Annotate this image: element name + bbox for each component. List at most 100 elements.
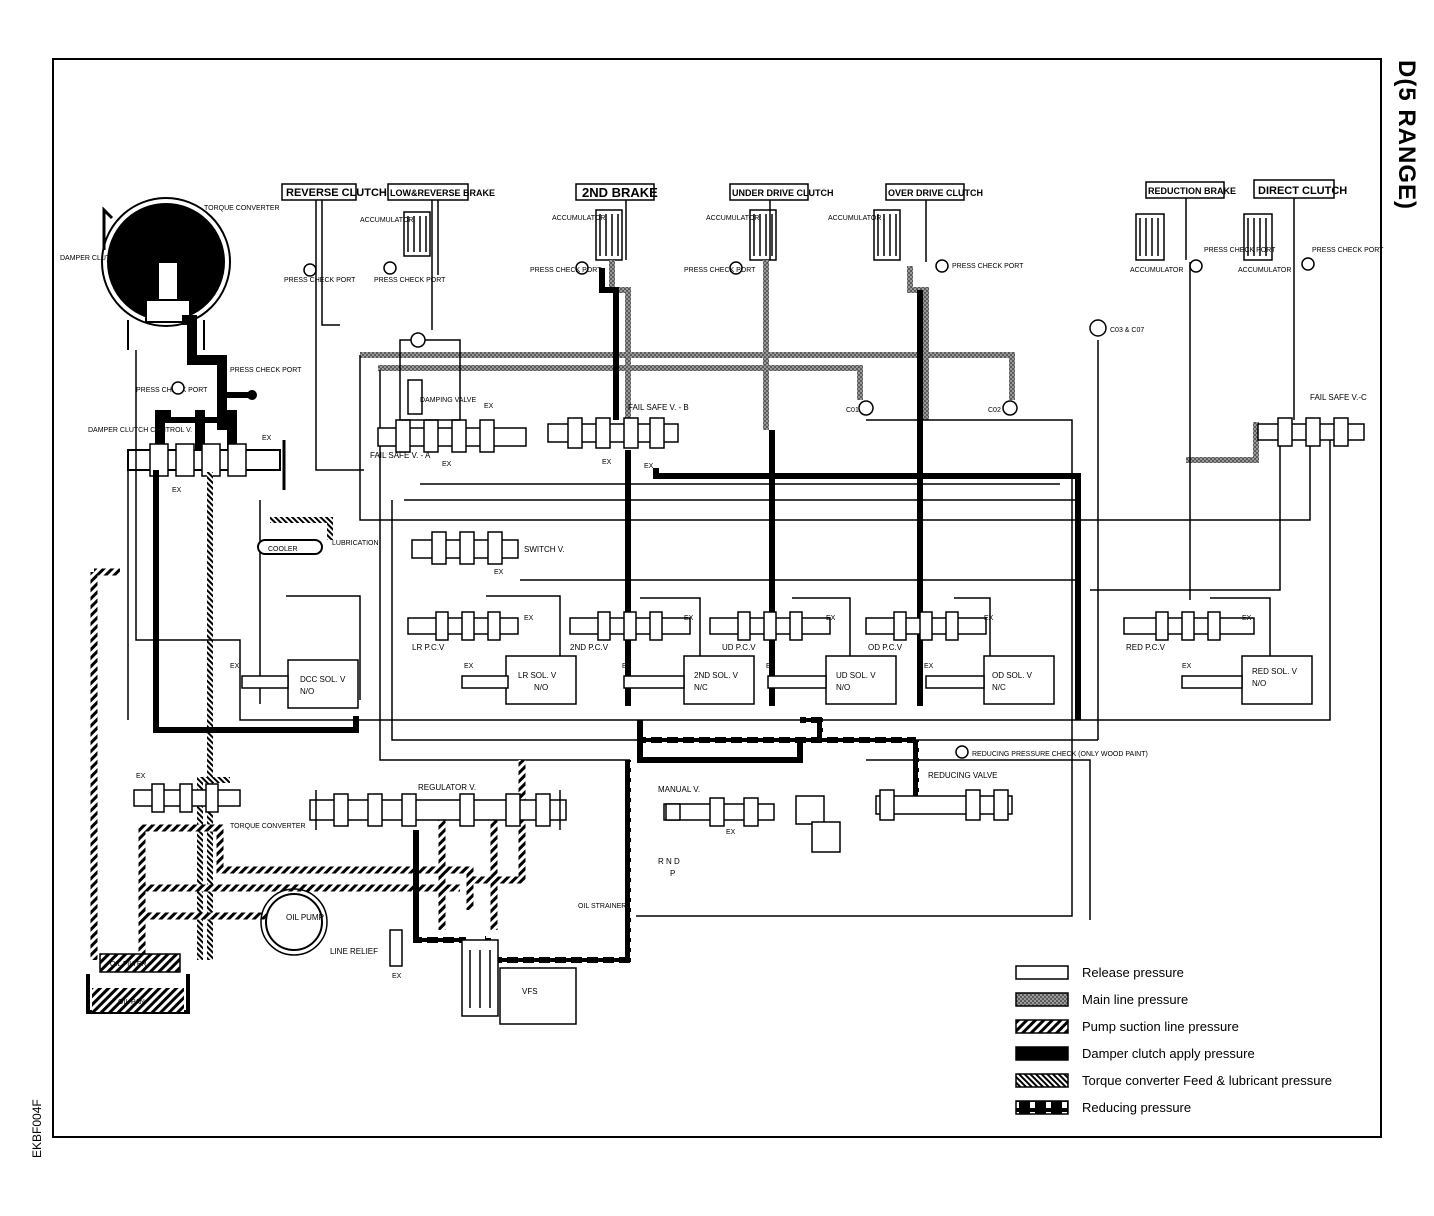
switch-valve <box>411 531 519 565</box>
check-balls <box>858 400 1018 416</box>
diagram-frame <box>52 58 1382 1138</box>
circuit-headers: REVERSE CLUTCH LOW&REVERSE BRAKE 2ND BRA… <box>281 179 1347 201</box>
regulator-valve-label: REGULATOR V. <box>418 783 476 792</box>
legend-swatch-feed <box>1015 1073 1069 1088</box>
torque-converter-label: TORQUE CONVERTER <box>204 205 280 212</box>
c01-label: C01 <box>846 407 859 414</box>
switch-ex-label: EX <box>494 569 504 576</box>
dcc-ex2-label: EX <box>172 487 182 494</box>
lr-sol-no-label: N/O <box>534 683 548 692</box>
accumulator-2nd-label: ACCUMULATOR <box>552 215 605 222</box>
fs-b-ex2-label: EX <box>602 459 612 466</box>
damper-clutch-control-valve <box>127 410 286 490</box>
reducing-valve <box>875 745 1013 821</box>
legend-label: Pump suction line pressure <box>1082 1019 1239 1034</box>
legend-label: Main line pressure <box>1082 992 1188 1007</box>
pressure-control-valves <box>407 611 1255 641</box>
legend-item-suction: Pump suction line pressure <box>1015 1019 1239 1034</box>
fail-safe-b-label: FAIL SAFE V. - B <box>628 403 689 412</box>
red-sol-no-label: N/O <box>1252 679 1266 688</box>
cooler-label: COOLER <box>268 546 298 553</box>
od-sol-nc-label: N/C <box>992 683 1006 692</box>
second-brake-header: 2ND BRAKE <box>582 185 658 200</box>
oil-pump <box>260 888 328 956</box>
ud-sol-label: UD SOL. V <box>836 671 876 680</box>
lr-pcv-label: LR P.C.V <box>412 643 445 652</box>
legend-item-release: Release pressure <box>1015 965 1184 980</box>
tc-valve-label: TORQUE CONVERTER <box>230 823 306 830</box>
reverse-clutch-header: REVERSE CLUTCH <box>286 187 387 199</box>
fs-a-ex-label: EX <box>484 403 494 410</box>
fail-safe-valve-a <box>377 332 527 453</box>
accumulator-red-label: ACCUMULATOR <box>1130 267 1183 274</box>
oil-filter-label: OIL FILTER <box>110 961 147 968</box>
cooler <box>257 517 333 555</box>
oil-pan-label: OIL PAN <box>118 999 145 1006</box>
line-relief-label: LINE RELIEF <box>330 947 378 956</box>
manual-p-label: P <box>670 869 675 878</box>
oil-pump-label: OIL PUMP <box>286 913 324 922</box>
legend-label: Damper clutch apply pressure <box>1082 1046 1255 1061</box>
tc-valve-ex-label: EX <box>136 773 146 780</box>
oil-strainer-label: OIL STRAINER <box>578 903 626 910</box>
manual-rnd-label: R N D <box>658 857 680 866</box>
dcc-ex-label: EX <box>262 435 272 442</box>
fail-safe-c-label: FAIL SAFE V.-C <box>1310 393 1367 402</box>
ex-ud-label: EX <box>766 663 776 670</box>
manual-valve <box>663 795 841 853</box>
reducing-check-label: REDUCING PRESSURE CHECK (ONLY WOOD PAINT… <box>972 751 1148 758</box>
vfs <box>461 939 577 1025</box>
line-relief-valve <box>389 929 403 967</box>
ex-2nd-label: EX <box>622 663 632 670</box>
torque-converter <box>101 197 257 430</box>
vfs-label: VFS <box>522 987 538 996</box>
damping-valve-label: DAMPING VALVE <box>420 397 476 404</box>
fs-a-ex2-label: EX <box>442 461 452 468</box>
ex-lr-label: EX <box>464 663 474 670</box>
damper-clutch-label: DAMPER CLUTCH <box>60 255 120 262</box>
overdrive-clutch-header: OVER DRIVE CLUTCH <box>888 188 983 198</box>
torque-converter-valve <box>133 783 241 813</box>
pump-suction-lines <box>90 568 526 960</box>
legend-swatch-reducing <box>1015 1100 1069 1115</box>
check-port-dc-label: PRESS CHECK PORT <box>1312 247 1384 254</box>
dcc-sol-label: DCC SOL. V <box>300 675 346 684</box>
od-sol-label: OD SOL. V <box>992 671 1033 680</box>
press-check-port-icon <box>171 381 185 395</box>
direct-clutch-header: DIRECT CLUTCH <box>1258 185 1347 197</box>
accumulator-lr-label: ACCUMULATOR <box>360 217 413 224</box>
line-relief-ex-label: EX <box>392 973 402 980</box>
legend-item-mainline: Main line pressure <box>1015 992 1188 1007</box>
legend-label: Release pressure <box>1082 965 1184 980</box>
oil-pan <box>86 953 190 1014</box>
dcc-sol-no-label: N/O <box>300 687 314 696</box>
lr-sol-label: LR SOL. V <box>518 671 557 680</box>
check-port-rc-label: PRESS CHECK PORT <box>284 277 356 284</box>
accumulators <box>403 209 1273 261</box>
switch-valve-label: SWITCH V. <box>524 545 565 554</box>
legend-swatch-damper <box>1015 1046 1069 1061</box>
manual-ex-label: EX <box>726 829 736 836</box>
lubrication-label: LUBRICATION <box>332 540 379 547</box>
c03-label: C03 & C07 <box>1110 327 1144 334</box>
second-sol-label: 2ND SOL. V <box>694 671 739 680</box>
legend-label: Torque converter Feed & lubricant pressu… <box>1082 1073 1332 1088</box>
reduction-brake-header: REDUCTION BRAKE <box>1148 186 1236 196</box>
low-reverse-brake-header: LOW&REVERSE BRAKE <box>390 188 495 198</box>
check-ports <box>303 257 1315 337</box>
ex-2ndpcv-label: EX <box>684 615 694 622</box>
check-port-red-label: PRESS CHECK PORT <box>1204 247 1276 254</box>
fs-b-ex-label: EX <box>644 463 654 470</box>
press-check-port-dc-label: PRESS CHECK PORT <box>230 367 302 374</box>
ex-odpcv-label: EX <box>984 615 994 622</box>
ex-od-label: EX <box>924 663 934 670</box>
ud-pcv-label: UD P.C.V <box>722 643 756 652</box>
check-port-ud-label: PRESS CHECK PORT <box>684 267 756 274</box>
reducing-valve-label: REDUCING VALVE <box>928 771 998 780</box>
legend-swatch-mainline <box>1015 992 1069 1007</box>
fail-safe-valve-c <box>1257 417 1365 447</box>
accumulator-ud-label: ACCUMULATOR <box>706 215 759 222</box>
legend-swatch-release <box>1015 965 1069 980</box>
red-sol-label: RED SOL. V <box>1252 667 1298 676</box>
legend-item-feed: Torque converter Feed & lubricant pressu… <box>1015 1073 1332 1088</box>
